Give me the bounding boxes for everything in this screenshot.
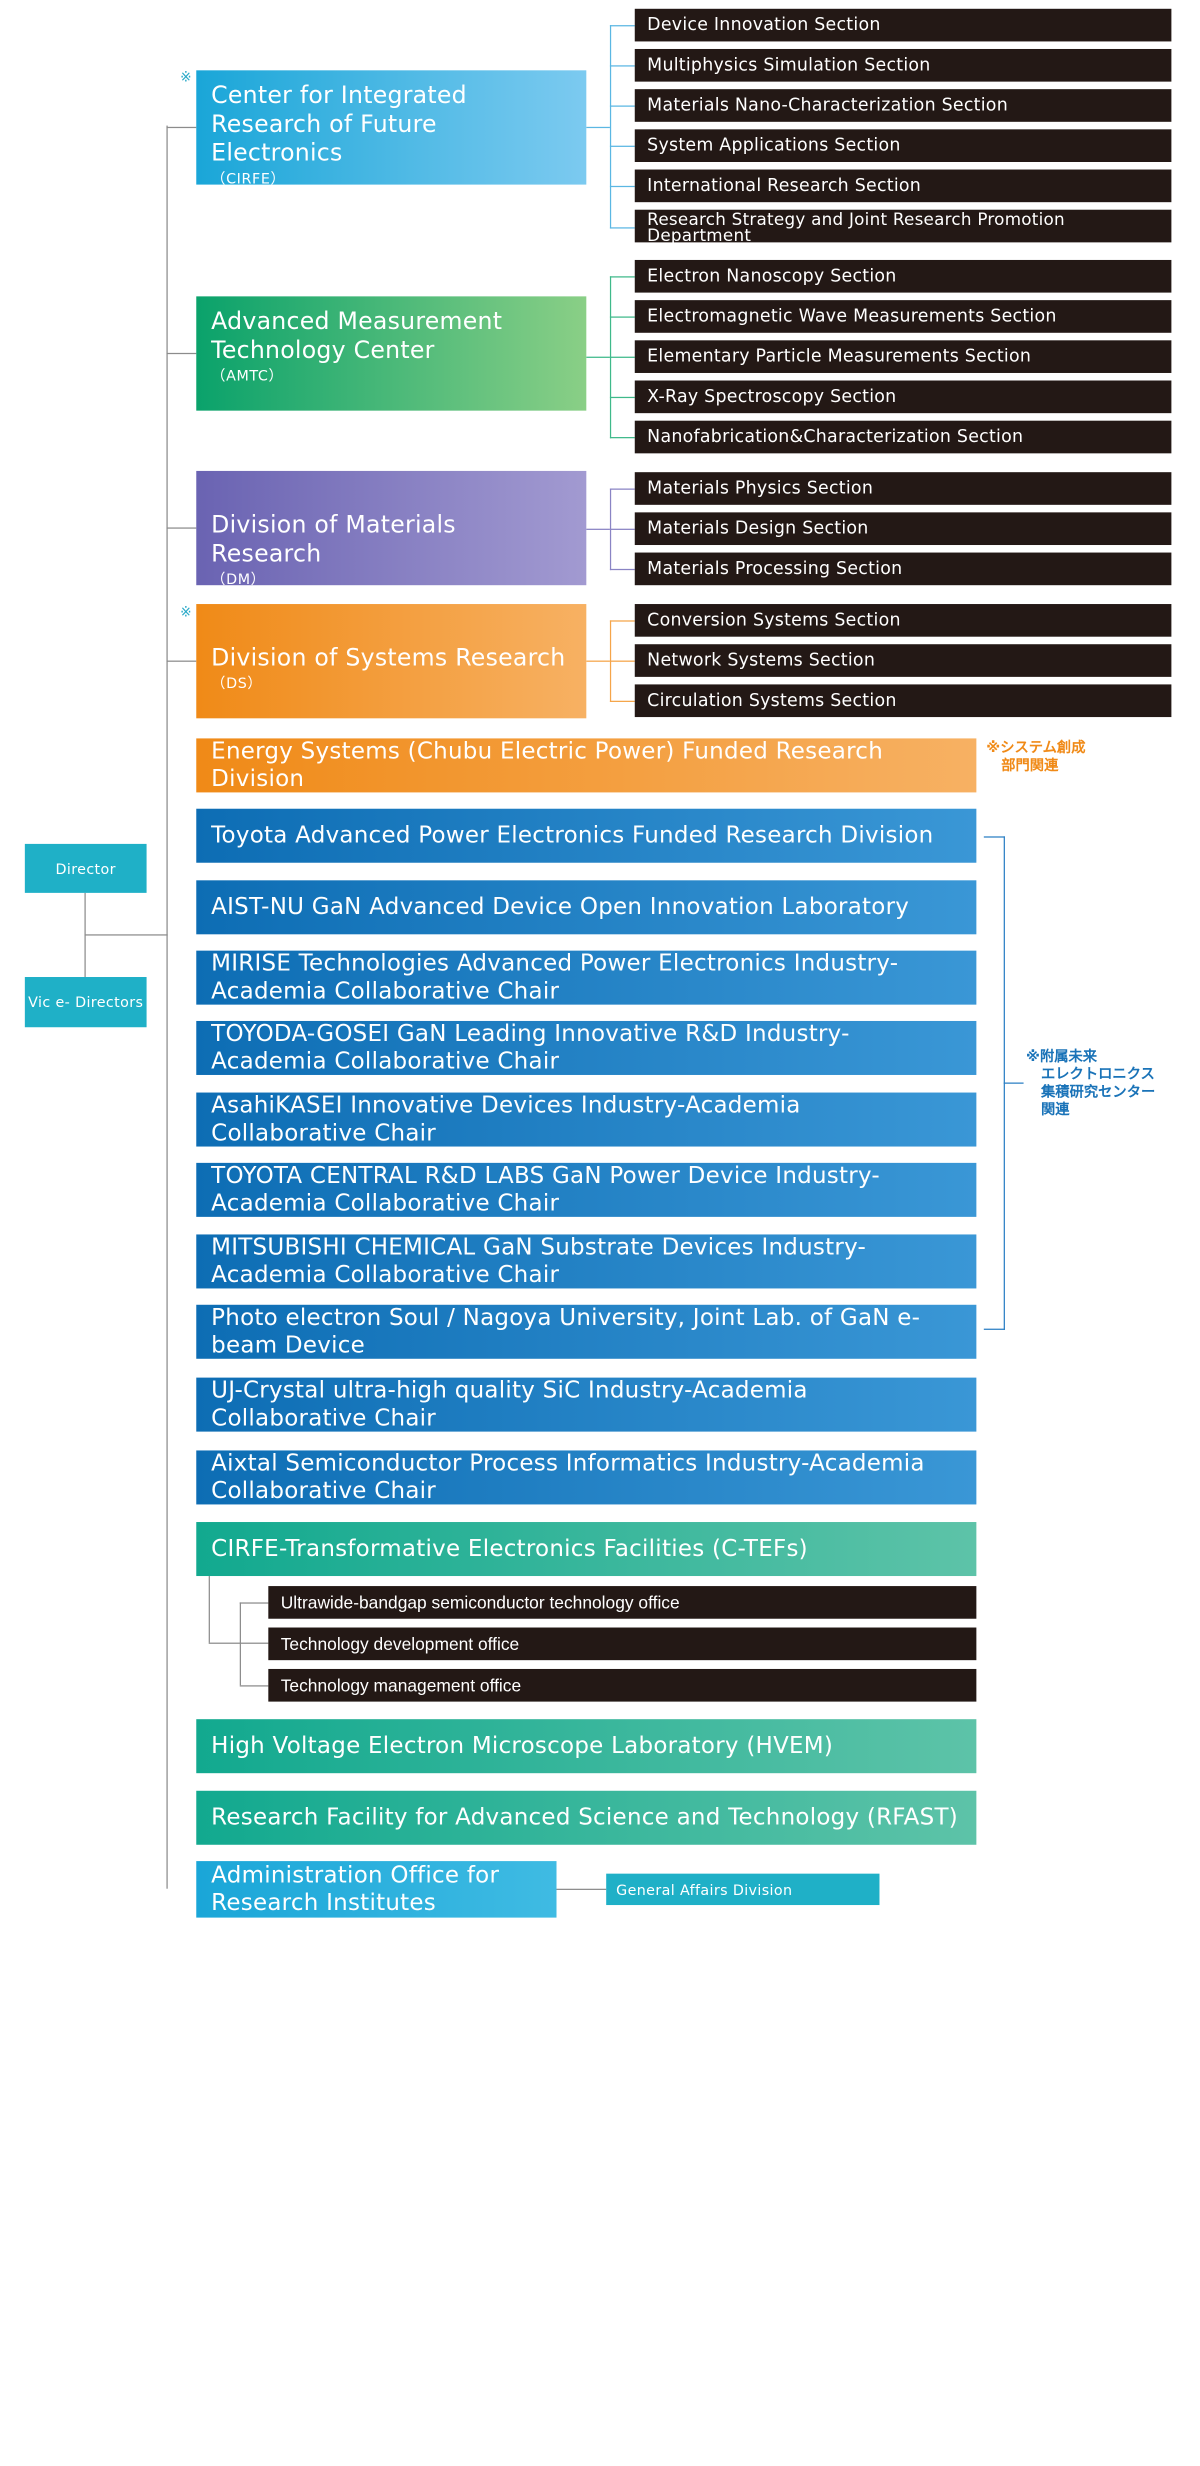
- bar-toyota-central: TOYOTA CENTRAL R&D LABS GaN Power Device…: [196, 1162, 977, 1217]
- section-research-strategy: Research Strategy and Joint Research Pro…: [634, 209, 1172, 245]
- amtc-tick: [609, 437, 635, 439]
- bar-hvem: High Voltage Electron Microscope Laborat…: [196, 1719, 977, 1774]
- office-technology-development: Technology development office: [268, 1627, 977, 1661]
- section-circulation-systems: Circulation Systems Section: [634, 684, 1172, 718]
- bracket-mid: [1003, 1082, 1024, 1084]
- section-materials-design: Materials Design Section: [634, 512, 1172, 546]
- amtc-tick: [609, 316, 635, 318]
- ctefs-tick: [239, 1602, 269, 1604]
- director-trunk-link: [84, 934, 168, 936]
- section-materials-processing: Materials Processing Section: [634, 552, 1172, 586]
- ds-tick: [609, 660, 635, 662]
- section-electromagnetic-wave: Electromagnetic Wave Measurements Sectio…: [634, 300, 1172, 333]
- cirfe-tick: [609, 227, 635, 229]
- stub-dm: [166, 527, 197, 529]
- stub-amtc: [166, 352, 197, 355]
- unit-title: Center for Integrated Research of Future…: [211, 81, 467, 168]
- unit-amtc: Advanced Measurement Technology Center （…: [196, 296, 587, 411]
- general-affairs-division-box: General Affairs Division: [606, 1873, 880, 1906]
- cirfe-tick: [609, 25, 635, 27]
- bar-photo-electron-soul: Photo electron Soul / Nagoya University,…: [196, 1304, 977, 1359]
- cirfe-tick: [609, 65, 635, 67]
- bar-toyota-power-electronics: Toyota Advanced Power Electronics Funded…: [196, 808, 977, 863]
- unit-abbr: （AMTC）: [211, 366, 284, 385]
- bar-asahikasei: AsahiKASEI Innovative Devices Industry-A…: [196, 1092, 977, 1147]
- bar-aixtal: Aixtal Semiconductor Process Informatics…: [196, 1450, 977, 1505]
- office-ultrawide-bandgap: Ultrawide-bandgap semiconductor technolo…: [268, 1586, 977, 1619]
- ds-tick: [609, 620, 635, 622]
- ctefs-tick: [239, 1685, 269, 1687]
- ctefs-tick: [239, 1642, 269, 1644]
- unit-abbr: （CIRFE）: [211, 169, 286, 188]
- amtc-tick: [609, 396, 635, 399]
- section-system-applications: System Applications Section: [634, 129, 1172, 162]
- amtc-section-connector: [586, 356, 610, 358]
- stub-cirfe: [166, 126, 197, 129]
- ds-tick: [609, 700, 635, 702]
- section-materials-physics: Materials Physics Section: [634, 472, 1172, 505]
- bar-mirise: MIRISE Technologies Advanced Power Elect…: [196, 950, 977, 1005]
- bar-c-tefs: CIRFE-Transformative Electronics Facilit…: [196, 1522, 977, 1577]
- bar-mitsubishi-chemical: MITSUBISHI CHEMICAL GaN Substrate Device…: [196, 1234, 977, 1289]
- bar-aist-nu-gan: AIST-NU GaN Advanced Device Open Innovat…: [196, 880, 977, 935]
- cirfe-section-spine: [609, 25, 612, 229]
- admin-general-link: [556, 1888, 607, 1890]
- section-nanofabrication: Nanofabrication&Characterization Section: [634, 420, 1172, 454]
- section-materials-nano-characterization: Materials Nano-Characterization Section: [634, 89, 1172, 122]
- section-electron-nanoscopy: Electron Nanoscopy Section: [634, 259, 1172, 293]
- stub-ds: [166, 660, 197, 662]
- unit-title: Division of Systems Research: [211, 644, 566, 672]
- dm-tick: [609, 568, 635, 571]
- ds-section-connector: [586, 660, 610, 662]
- section-xray-spectroscopy: X-Ray Spectroscopy Section: [634, 380, 1172, 414]
- ctefs-inner-spine: [239, 1602, 241, 1686]
- bar-rfast: Research Facility for Advanced Science a…: [196, 1790, 977, 1845]
- bar-toyoda-gosei: TOYODA-GOSEI GaN Leading Innovative R&D …: [196, 1020, 977, 1075]
- bracket-bottom: [983, 1328, 1005, 1330]
- director-box: Director: [24, 843, 147, 893]
- cirfe-tick: [609, 145, 635, 147]
- section-conversion-systems: Conversion Systems Section: [634, 604, 1172, 637]
- unit-title: Advanced Measurement Technology Center: [211, 307, 503, 365]
- ctefs-outer-link: [208, 1642, 241, 1644]
- section-device-innovation: Device Innovation Section: [634, 8, 1172, 42]
- section-multiphysics-simulation: Multiphysics Simulation Section: [634, 48, 1172, 82]
- unit-title: Division of Materials Research: [211, 511, 456, 568]
- cirfe-section-connector: [586, 126, 610, 129]
- ctefs-outer-spine: [208, 1576, 210, 1643]
- dm-tick: [609, 528, 635, 530]
- amtc-tick: [609, 356, 635, 358]
- dm-section-connector: [586, 528, 610, 530]
- unit-cirfe: Center for Integrated Research of Future…: [196, 70, 587, 187]
- dm-tick: [609, 488, 635, 490]
- main-trunk-line: [166, 125, 168, 1889]
- note-cirfe-related: ※附属未来 エレクトロニクス 集積研究センター 関連: [1026, 1047, 1156, 1118]
- unit-dm: Division of Materials Research （DM）: [196, 470, 587, 588]
- bracket-top: [983, 836, 1005, 838]
- unit-abbr: （DM）: [211, 570, 266, 588]
- cirfe-tick: [609, 105, 635, 107]
- bar-uj-crystal: UJ-Crystal ultra-high quality SiC Indust…: [196, 1377, 977, 1432]
- amtc-tick: [609, 276, 635, 278]
- bar-energy-systems: Energy Systems (Chubu Electric Power) Fu…: [196, 738, 977, 793]
- unit-ds: Division of Systems Research （DS）: [196, 604, 587, 719]
- section-network-systems: Network Systems Section: [634, 644, 1172, 677]
- vice-directors-box: Vic e- Directors: [24, 977, 147, 1028]
- unit-abbr: （DS）: [211, 674, 263, 692]
- cirfe-mark: ※: [180, 69, 192, 86]
- note-systems-related: ※システム創成 部門関連: [986, 738, 1086, 774]
- cirfe-tick: [609, 185, 635, 188]
- office-technology-management: Technology management office: [268, 1668, 977, 1702]
- bar-administration-office: Administration Office for Research Insti…: [196, 1861, 557, 1918]
- section-international-research: International Research Section: [634, 169, 1172, 203]
- section-elementary-particle: Elementary Particle Measurements Section: [634, 340, 1172, 373]
- ds-mark: ※: [180, 604, 192, 621]
